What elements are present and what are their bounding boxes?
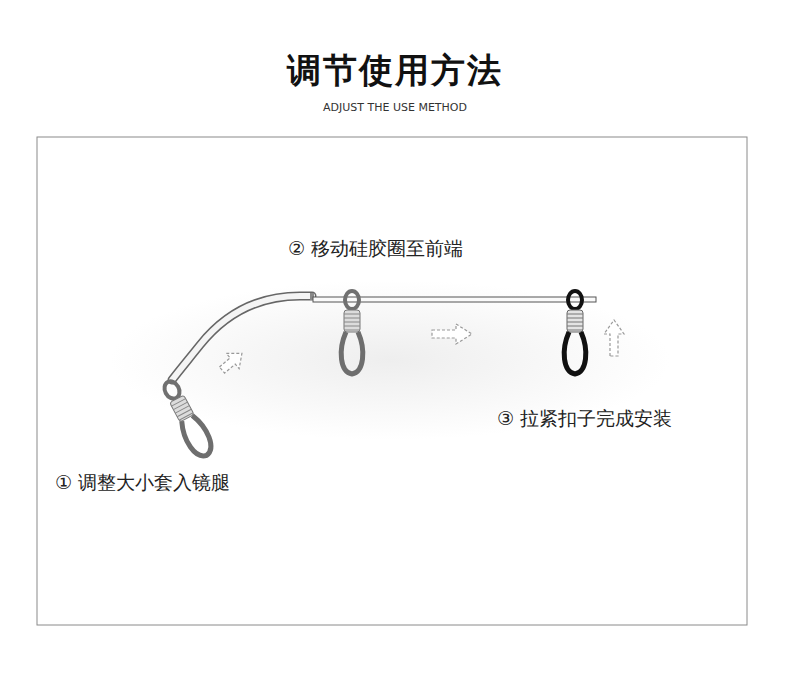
- title: 调节使用方法: [287, 48, 503, 94]
- step-label: ③ 拉紧扣子完成安装: [497, 406, 672, 432]
- frame: [37, 137, 747, 625]
- temple-bar: [313, 297, 596, 302]
- silicone-loop-3: [564, 291, 586, 374]
- step-label: ① 调整大小套入镜腿: [55, 470, 230, 496]
- subtitle: ADJUST THE USE METHOD: [323, 101, 467, 114]
- temple-curve-fill: [172, 296, 312, 380]
- silicone-loop-1: [158, 377, 216, 460]
- silicone-loop-2: [341, 291, 363, 374]
- temple-curve: [172, 296, 312, 380]
- dashed-arrow: [604, 320, 624, 356]
- dashed-arrow: [216, 346, 249, 378]
- dashed-arrow: [432, 324, 472, 344]
- step-label: ② 移动硅胶圈至前端: [288, 236, 463, 262]
